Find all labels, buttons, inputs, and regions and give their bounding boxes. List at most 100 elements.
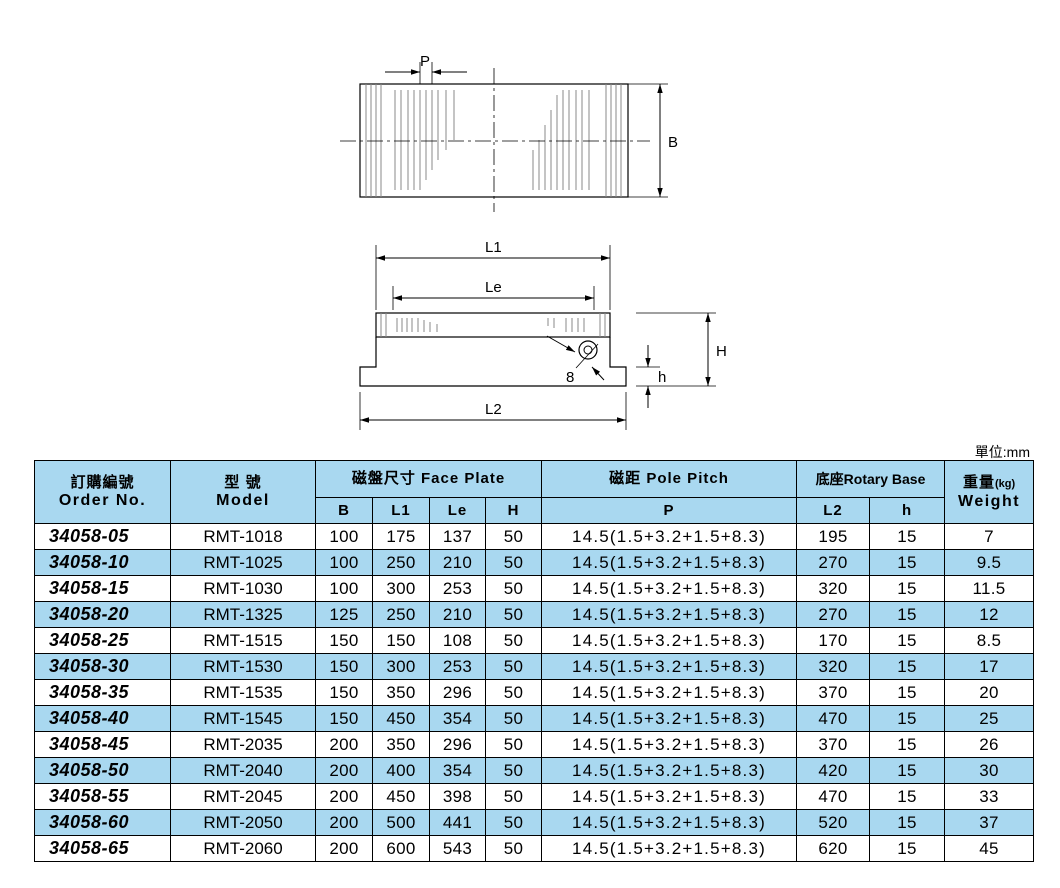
cell-le: 137 xyxy=(429,523,486,550)
cell-l1: 250 xyxy=(372,601,430,628)
subheader-le: Le xyxy=(429,497,486,524)
cell-h: 50 xyxy=(484,523,543,550)
header-model-zh: 型 號 xyxy=(224,474,262,491)
cell-l1: 150 xyxy=(372,627,430,654)
cell-order: 34058-55 xyxy=(34,783,171,810)
cell-h: 50 xyxy=(484,549,543,576)
cell-l2: 520 xyxy=(796,809,871,836)
cell-le: 354 xyxy=(429,705,486,732)
dim-label-b: B xyxy=(668,134,678,151)
cell-le: 210 xyxy=(429,549,486,576)
header-pole-pitch: 磁距 Pole Pitch xyxy=(541,460,798,498)
cell-weight: 8.5 xyxy=(944,627,1035,654)
side-view xyxy=(359,245,716,430)
cell-l1: 450 xyxy=(372,783,430,810)
cell-le: 253 xyxy=(429,575,486,602)
cell-pole-pitch: 14.5(1.5+3.2+1.5+8.3) xyxy=(541,627,798,654)
cell-weight: 11.5 xyxy=(944,575,1035,602)
cell-l1: 350 xyxy=(372,731,430,758)
cell-h: 50 xyxy=(484,731,543,758)
header-order-no: 訂購編號 Order No. xyxy=(34,460,171,524)
cell-model: RMT-2060 xyxy=(170,835,316,862)
cell-l2: 270 xyxy=(796,549,871,576)
cell-pole-pitch: 14.5(1.5+3.2+1.5+8.3) xyxy=(541,783,798,810)
cell-pole-pitch: 14.5(1.5+3.2+1.5+8.3) xyxy=(541,523,798,550)
cell-pole-pitch: 14.5(1.5+3.2+1.5+8.3) xyxy=(541,757,798,784)
cell-le: 441 xyxy=(429,809,486,836)
cell-pole-pitch: 14.5(1.5+3.2+1.5+8.3) xyxy=(541,679,798,706)
cell-weight: 17 xyxy=(944,653,1035,680)
cell-weight: 9.5 xyxy=(944,549,1035,576)
header-model-en: Model xyxy=(216,492,270,509)
cell-model: RMT-1030 xyxy=(170,575,316,602)
cell-weight: 7 xyxy=(944,523,1035,550)
cell-l1: 250 xyxy=(372,549,430,576)
cell-model: RMT-1530 xyxy=(170,653,316,680)
cell-le: 210 xyxy=(429,601,486,628)
cell-b: 100 xyxy=(315,549,373,576)
cell-b: 200 xyxy=(315,809,373,836)
header-weight-en: Weight xyxy=(958,492,1021,510)
cell-l1: 175 xyxy=(372,523,430,550)
cell-b: 200 xyxy=(315,783,373,810)
cell-l1: 300 xyxy=(372,575,430,602)
cell-h: 50 xyxy=(484,783,543,810)
cell-b: 200 xyxy=(315,835,373,862)
cell-model: RMT-1535 xyxy=(170,679,316,706)
cell-l1: 300 xyxy=(372,653,430,680)
cell-weight: 30 xyxy=(944,757,1035,784)
cell-order: 34058-30 xyxy=(34,653,171,680)
cell-h: 50 xyxy=(484,835,543,862)
cell-base-h: 15 xyxy=(869,575,946,602)
header-face-plate: 磁盤尺寸 Face Plate xyxy=(314,460,543,498)
cell-b: 200 xyxy=(315,757,373,784)
header-order-en: Order No. xyxy=(58,492,147,509)
cell-le: 108 xyxy=(429,627,486,654)
cell-l1: 450 xyxy=(372,705,430,732)
header-weight: 重量(kg) Weight xyxy=(944,460,1035,524)
subheader-l2: L2 xyxy=(796,497,871,524)
cell-weight: 20 xyxy=(944,679,1035,706)
cell-l1: 350 xyxy=(372,679,430,706)
subheader-h2: h xyxy=(869,497,946,524)
cell-base-h: 15 xyxy=(869,627,946,654)
cell-pole-pitch: 14.5(1.5+3.2+1.5+8.3) xyxy=(541,575,798,602)
cell-b: 150 xyxy=(315,653,373,680)
cell-weight: 26 xyxy=(944,731,1035,758)
cell-model: RMT-1515 xyxy=(170,627,316,654)
cell-order: 34058-45 xyxy=(34,731,171,758)
cell-weight: 25 xyxy=(944,705,1035,732)
dim-label-h-upper: H xyxy=(716,343,727,360)
cell-h: 50 xyxy=(484,627,543,654)
cell-b: 150 xyxy=(315,627,373,654)
technical-drawing: P B xyxy=(340,53,727,430)
header-weight-zh: 重量 xyxy=(962,473,995,491)
cell-model: RMT-1325 xyxy=(170,601,316,628)
cell-pole-pitch: 14.5(1.5+3.2+1.5+8.3) xyxy=(541,705,798,732)
cell-l1: 600 xyxy=(372,835,430,862)
subheader-l1: L1 xyxy=(372,497,430,524)
cell-l1: 400 xyxy=(372,757,430,784)
subheader-h: H xyxy=(484,497,543,524)
cell-weight: 12 xyxy=(944,601,1035,628)
subheader-p: P xyxy=(541,497,798,524)
cell-le: 354 xyxy=(429,757,486,784)
header-weight-unit: (kg) xyxy=(994,477,1016,490)
cell-base-h: 15 xyxy=(869,835,946,862)
cell-b: 150 xyxy=(315,705,373,732)
cell-base-h: 15 xyxy=(869,783,946,810)
cell-l2: 420 xyxy=(796,757,871,784)
cell-pole-pitch: 14.5(1.5+3.2+1.5+8.3) xyxy=(541,731,798,758)
cell-pole-pitch: 14.5(1.5+3.2+1.5+8.3) xyxy=(541,835,798,862)
cell-order: 34058-50 xyxy=(34,757,171,784)
dim-label-h-lower: h xyxy=(658,369,666,386)
